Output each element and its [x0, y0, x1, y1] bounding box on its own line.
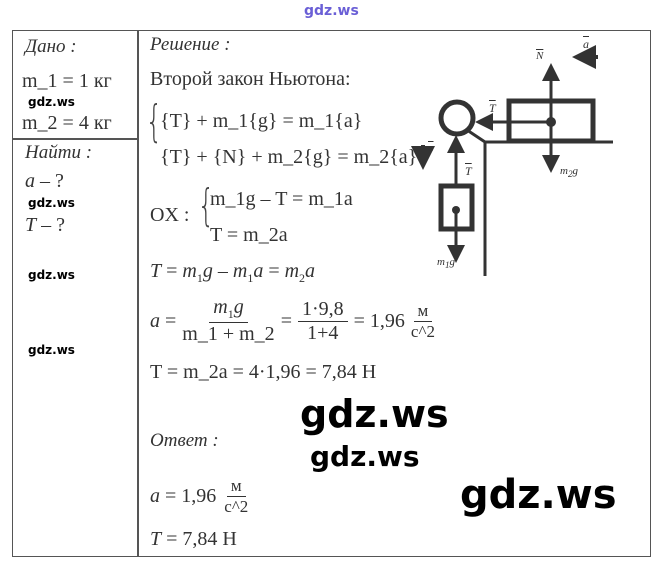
equation-ox-1: m_1g – T = m_1a: [210, 188, 353, 210]
pulley: [438, 99, 476, 137]
solution-title: Решение :: [150, 34, 231, 55]
given-m2: m_2 = 4 кг: [22, 112, 112, 134]
answer-t: T = 7,84 Н: [150, 528, 237, 550]
watermark: gdz.ws: [310, 440, 420, 473]
unit-den: с^2: [224, 497, 249, 516]
watermark: gdz.ws: [300, 392, 449, 436]
result: = 1,96: [353, 309, 405, 332]
watermark: gdz.ws: [28, 268, 75, 282]
block-2-center: [546, 117, 556, 127]
watermark: gdz.ws: [460, 472, 617, 518]
find-title: Найти :: [25, 142, 93, 163]
given-title: Дано :: [25, 36, 77, 57]
unit-den: с^2: [410, 321, 435, 341]
label-m2g: m2g: [560, 165, 579, 180]
equation-tension: T = m_2a = 4·1,96 = 7,84 Н: [150, 361, 377, 383]
row-divider: [12, 138, 138, 140]
label-a-top: a: [583, 37, 589, 51]
ox-label: OX :: [150, 204, 190, 226]
watermark: gdz.ws: [28, 95, 75, 109]
newton-law-heading: Второй закон Ньютона:: [150, 68, 351, 90]
equation-t: T = m1g – m1a = m2a: [150, 260, 316, 285]
answer-title: Ответ :: [150, 430, 219, 451]
denominator: m_1 + m_2: [182, 323, 275, 345]
find-a: a – ?: [25, 170, 64, 192]
unit-num: м: [226, 476, 246, 497]
equation-2: {T} + {N} + m_2{g} = m_2{a}: [160, 146, 418, 168]
equation-1: {T} + m_1{g} = m_1{a}: [160, 110, 363, 132]
equation-ox-2: T = m_2a: [210, 224, 288, 246]
system-brace: {: [197, 180, 215, 231]
watermark: gdz.ws: [28, 196, 75, 210]
pulley-bracket: [466, 128, 486, 144]
label-n: N: [536, 50, 544, 62]
answer-a-value: a = 1,96: [150, 485, 217, 507]
label-t1: T: [465, 164, 472, 178]
find-t: T – ?: [25, 214, 66, 236]
label-a-left: a: [428, 142, 434, 154]
system-brace: {: [145, 96, 163, 147]
given-m1: m_1 = 1 кг: [22, 70, 112, 92]
unit-num: м: [413, 301, 433, 322]
watermark-top: gdz.ws: [304, 3, 359, 19]
a-lhs: a =: [150, 309, 177, 332]
watermark: gdz.ws: [28, 343, 75, 357]
numerator: 1·9,8: [297, 298, 348, 322]
label-t2: T: [489, 101, 496, 115]
table-frame: [12, 30, 651, 557]
column-divider: [137, 30, 139, 557]
label-m1g: m1g: [437, 256, 456, 271]
numerator: m1g: [209, 296, 248, 323]
equals: =: [280, 309, 292, 332]
block-1-center: [452, 206, 460, 214]
denominator: 1+4: [307, 321, 339, 344]
